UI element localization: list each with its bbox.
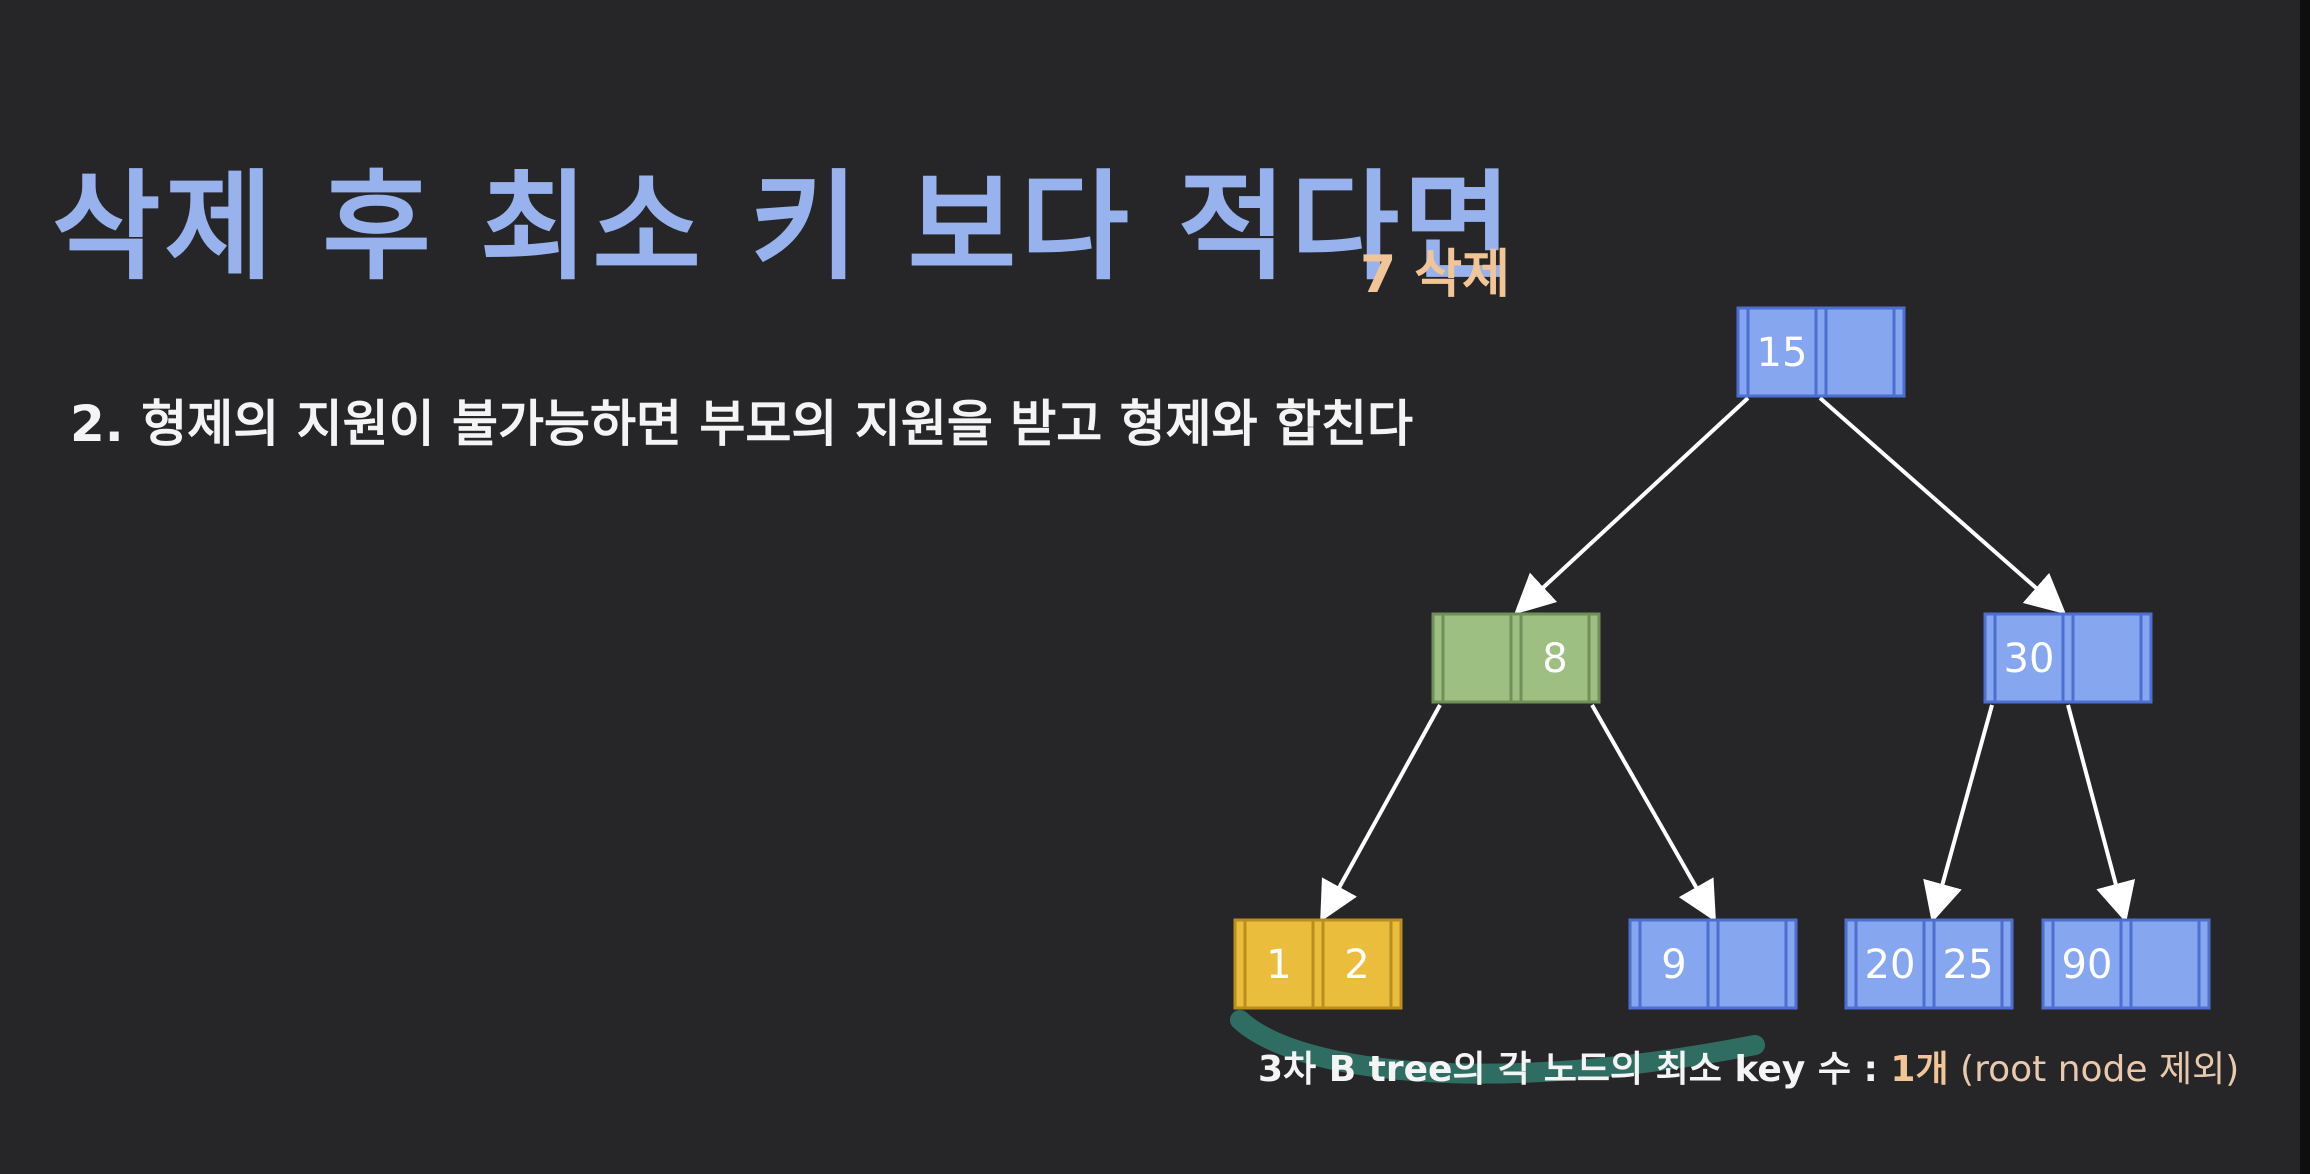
slide-title: 삭제 후 최소 키 보다 적다면 bbox=[52, 158, 1516, 296]
edge-left-leaf-2 bbox=[1590, 704, 1716, 922]
node-left: 8 bbox=[1431, 612, 1601, 704]
edge-root-left bbox=[1514, 396, 1750, 615]
key-leaf-2-0: 9 bbox=[1661, 942, 1686, 988]
slide-subtitle: 2. 형제의 지원이 불가능하면 부모의 지원을 받고 형제와 합친다 bbox=[70, 395, 1414, 453]
delete-label: 7 삭제 bbox=[1360, 245, 1510, 305]
note-count: 1개 bbox=[1890, 1049, 1949, 1090]
highlight-underline bbox=[1230, 1010, 1765, 1084]
key-leaf-3-1: 25 bbox=[1943, 942, 1994, 988]
key-leaf-4-0: 90 bbox=[2062, 942, 2113, 988]
edge-right-leaf-4 bbox=[2066, 704, 2136, 923]
edge-left-leaf-1 bbox=[1320, 704, 1442, 923]
node-leaf-2: 9 bbox=[1628, 918, 1798, 1010]
right-edge-bar bbox=[2300, 0, 2310, 1174]
key-right-0: 30 bbox=[2004, 636, 2055, 682]
edge-root-right bbox=[1818, 396, 2067, 615]
edge-right-leaf-3 bbox=[1923, 704, 1994, 923]
note-prefix: 3차 B tree의 각 노드의 최소 key 수 : bbox=[1258, 1049, 1891, 1090]
min-key-note: 3차 B tree의 각 노드의 최소 key 수 : 1개 (root nod… bbox=[1258, 1040, 2239, 1092]
key-leaf-3-0: 20 bbox=[1865, 942, 1916, 988]
node-leaf-4: 90 bbox=[2041, 918, 2211, 1010]
key-root-0: 15 bbox=[1757, 330, 1808, 376]
node-root: 15 bbox=[1736, 306, 1906, 398]
node-right: 30 bbox=[1983, 612, 2153, 704]
key-left-1: 8 bbox=[1542, 636, 1567, 682]
note-suffix: (root node 제외) bbox=[1948, 1049, 2240, 1090]
key-leaf-1-0: 1 bbox=[1266, 942, 1291, 988]
key-leaf-1-1: 2 bbox=[1344, 942, 1369, 988]
